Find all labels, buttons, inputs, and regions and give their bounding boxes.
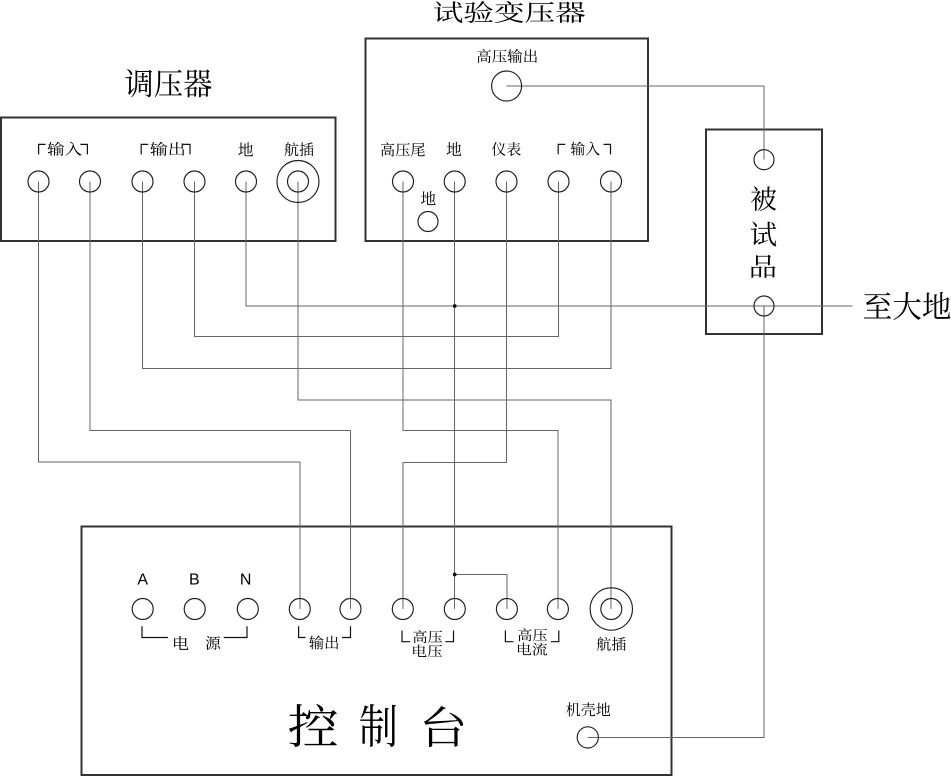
svg-text:A: A [137, 572, 148, 589]
svg-text:N: N [240, 572, 252, 589]
svg-text:B: B [189, 572, 200, 589]
